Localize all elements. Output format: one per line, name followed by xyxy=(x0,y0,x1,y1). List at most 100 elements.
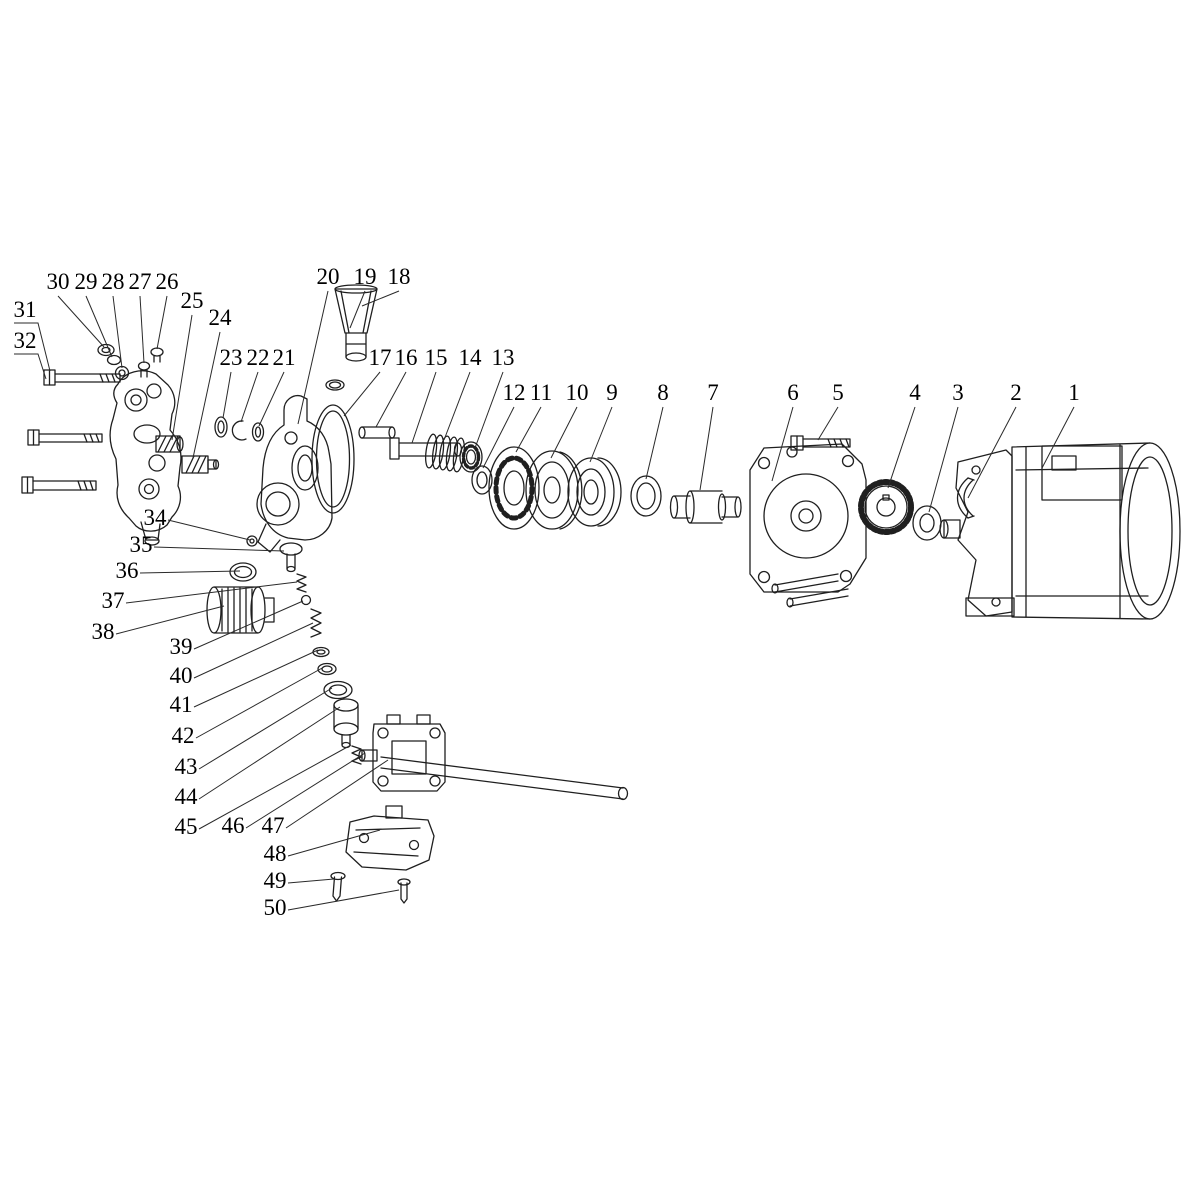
leader-line-43 xyxy=(198,687,333,770)
part-label-30: 30 xyxy=(47,269,70,294)
mounting-bolt-3 xyxy=(21,476,97,494)
part-50-screw xyxy=(397,878,411,904)
part-41-washer xyxy=(312,646,330,658)
leader-line-14 xyxy=(443,371,471,441)
part-label-16: 16 xyxy=(395,345,418,370)
leader-line-42 xyxy=(195,666,325,739)
leader-line-9 xyxy=(589,406,613,463)
leader-line-48 xyxy=(287,829,381,857)
leader-line-39 xyxy=(193,600,304,650)
leader-line-3 xyxy=(928,406,959,513)
part-label-9: 9 xyxy=(606,380,618,405)
part-21-washer xyxy=(251,422,265,442)
part-32-bolt xyxy=(27,429,103,446)
part-27-fitting xyxy=(137,361,151,378)
part-label-22: 22 xyxy=(247,345,270,370)
part-11-thrust-bearing xyxy=(488,446,540,530)
leader-line-2 xyxy=(967,406,1017,499)
part-label-14: 14 xyxy=(459,345,483,370)
part-23-washer xyxy=(214,416,228,438)
part-2-retaining-clip xyxy=(956,477,975,519)
leader-lines-layer xyxy=(14,290,1075,911)
part-label-24: 24 xyxy=(209,305,233,330)
part-label-32: 32 xyxy=(14,328,37,353)
leader-line-50 xyxy=(287,889,400,911)
part-19-inlet-fitting xyxy=(325,332,367,391)
leader-line-30 xyxy=(57,295,105,348)
part-label-27: 27 xyxy=(129,269,152,294)
part-36-o-ring xyxy=(229,562,257,582)
part-label-23: 23 xyxy=(220,345,243,370)
part-39-ball xyxy=(300,594,312,606)
part-15-plunger-rod xyxy=(389,437,463,460)
part-16-pin xyxy=(358,426,396,439)
leader-line-21 xyxy=(258,371,285,427)
part-label-40: 40 xyxy=(170,663,193,688)
part-label-36: 36 xyxy=(116,558,139,583)
part-label-49: 49 xyxy=(264,868,287,893)
leader-line-27 xyxy=(139,295,145,364)
part-22-clip xyxy=(231,420,247,441)
part-label-48: 48 xyxy=(264,841,287,866)
leader-line-49 xyxy=(287,878,335,884)
leader-line-1 xyxy=(1041,406,1075,469)
part-30-cap xyxy=(97,343,115,357)
part-45-spring xyxy=(351,745,362,765)
part-label-31: 31 xyxy=(14,297,37,322)
leader-line-22 xyxy=(240,371,259,423)
leader-line-36 xyxy=(139,570,241,574)
part-34-ball xyxy=(246,535,258,547)
valve-manifold-body xyxy=(109,370,182,546)
part-label-37: 37 xyxy=(102,588,125,613)
leader-line-44 xyxy=(198,706,341,800)
part-24-threaded-plug xyxy=(181,455,220,474)
leader-line-45 xyxy=(198,744,352,830)
part-9-bearing xyxy=(567,457,622,527)
part-3-bearing xyxy=(912,505,942,541)
leader-line-47 xyxy=(285,759,389,829)
part-label-19: 19 xyxy=(354,264,377,289)
part-label-29: 29 xyxy=(75,269,98,294)
leader-line-32 xyxy=(14,353,47,380)
part-label-4: 4 xyxy=(909,380,921,405)
part-label-20: 20 xyxy=(317,264,340,289)
part-label-6: 6 xyxy=(787,380,799,405)
leader-line-23 xyxy=(222,371,232,419)
part-7-piston-plug xyxy=(669,490,742,524)
part-17-gasket-ring xyxy=(311,404,355,514)
part-label-12: 12 xyxy=(503,380,526,405)
part-35-valve xyxy=(279,542,303,573)
part-40-spring xyxy=(310,608,322,638)
part-label-26: 26 xyxy=(156,269,179,294)
part-37-spring xyxy=(296,573,307,593)
part-label-44: 44 xyxy=(175,784,199,809)
part-label-46: 46 xyxy=(222,813,245,838)
leader-line-28 xyxy=(112,295,123,369)
part-label-7: 7 xyxy=(707,380,719,405)
part-14-spring xyxy=(424,433,466,473)
leader-line-46 xyxy=(245,752,366,829)
leader-line-37 xyxy=(125,581,298,604)
part-label-11: 11 xyxy=(530,380,552,405)
part-20-pump-head xyxy=(256,394,333,553)
labels-layer: 1234567891011121314151617181920212223242… xyxy=(14,264,1080,920)
leader-line-8 xyxy=(645,406,664,480)
part-42-o-ring xyxy=(317,662,337,676)
part-label-34: 34 xyxy=(144,505,168,530)
part-label-38: 38 xyxy=(92,619,115,644)
leader-line-34 xyxy=(167,519,251,541)
part-label-50: 50 xyxy=(264,895,287,920)
part-12-washer xyxy=(471,465,493,495)
part-label-1: 1 xyxy=(1068,380,1080,405)
part-label-45: 45 xyxy=(175,814,198,839)
part-label-28: 28 xyxy=(102,269,125,294)
part-label-15: 15 xyxy=(425,345,448,370)
part-29-washer xyxy=(106,354,122,366)
part-label-43: 43 xyxy=(175,754,198,779)
leader-line-11 xyxy=(515,406,542,453)
leader-line-6 xyxy=(771,406,794,482)
part-8-seal-ring xyxy=(630,475,662,517)
part-label-3: 3 xyxy=(952,380,964,405)
